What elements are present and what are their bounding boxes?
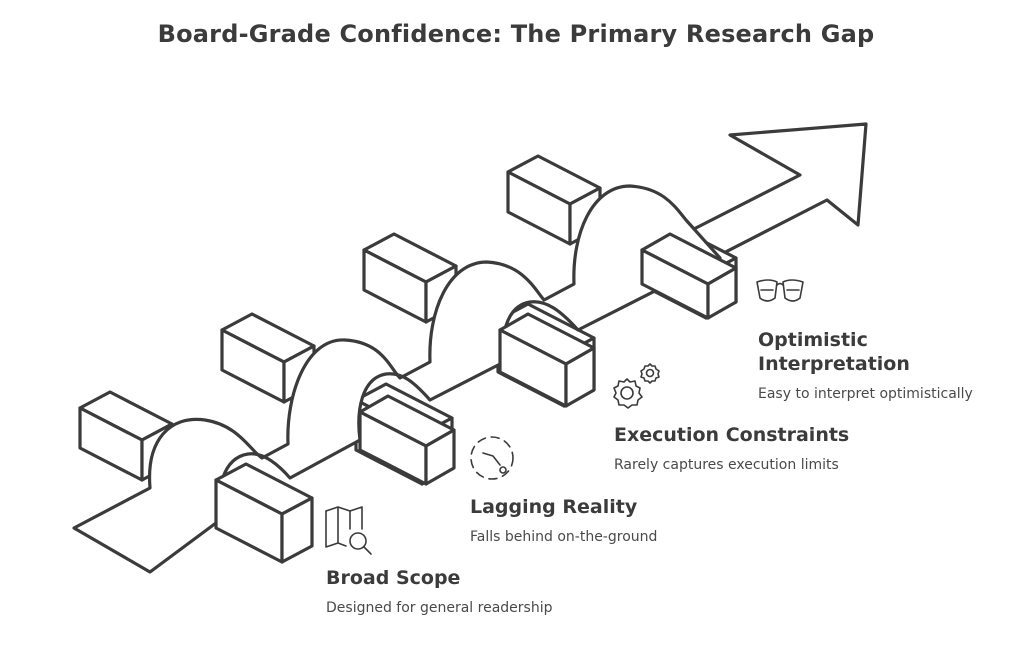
- step-description: Easy to interpret optimistically: [758, 386, 973, 402]
- map-search-icon: [325, 506, 372, 555]
- front-block-3: [498, 312, 596, 408]
- step-label: Execution Constraints: [614, 424, 850, 446]
- front-block-1: [214, 462, 314, 564]
- step-description: Falls behind on-the-ground: [470, 529, 658, 545]
- step-lagging-reality: Lagging Reality Falls behind on-the-grou…: [470, 495, 657, 545]
- rose-glasses-icon: [756, 279, 804, 302]
- step-description: Rarely captures execution limits: [614, 457, 839, 473]
- step-label: Broad Scope: [326, 567, 461, 589]
- step-label: Optimistic Interpretation: [758, 329, 910, 375]
- page-title: Board-Grade Confidence: The Primary Rese…: [157, 20, 875, 48]
- step-execution-constraints: Execution Constraints Rarely captures ex…: [614, 423, 849, 473]
- dashed-clock-icon: [470, 436, 514, 480]
- front-block-4: [640, 232, 738, 320]
- step-label: Lagging Reality: [470, 496, 638, 518]
- step-optimistic-interpretation: Optimistic Interpretation Easy to interp…: [758, 328, 998, 402]
- step-broad-scope: Broad Scope Designed for general readers…: [326, 566, 553, 616]
- front-block-2: [358, 394, 456, 486]
- step-description: Designed for general readership: [326, 600, 553, 616]
- arrow-head: [686, 122, 868, 262]
- gears-icon: [613, 363, 660, 409]
